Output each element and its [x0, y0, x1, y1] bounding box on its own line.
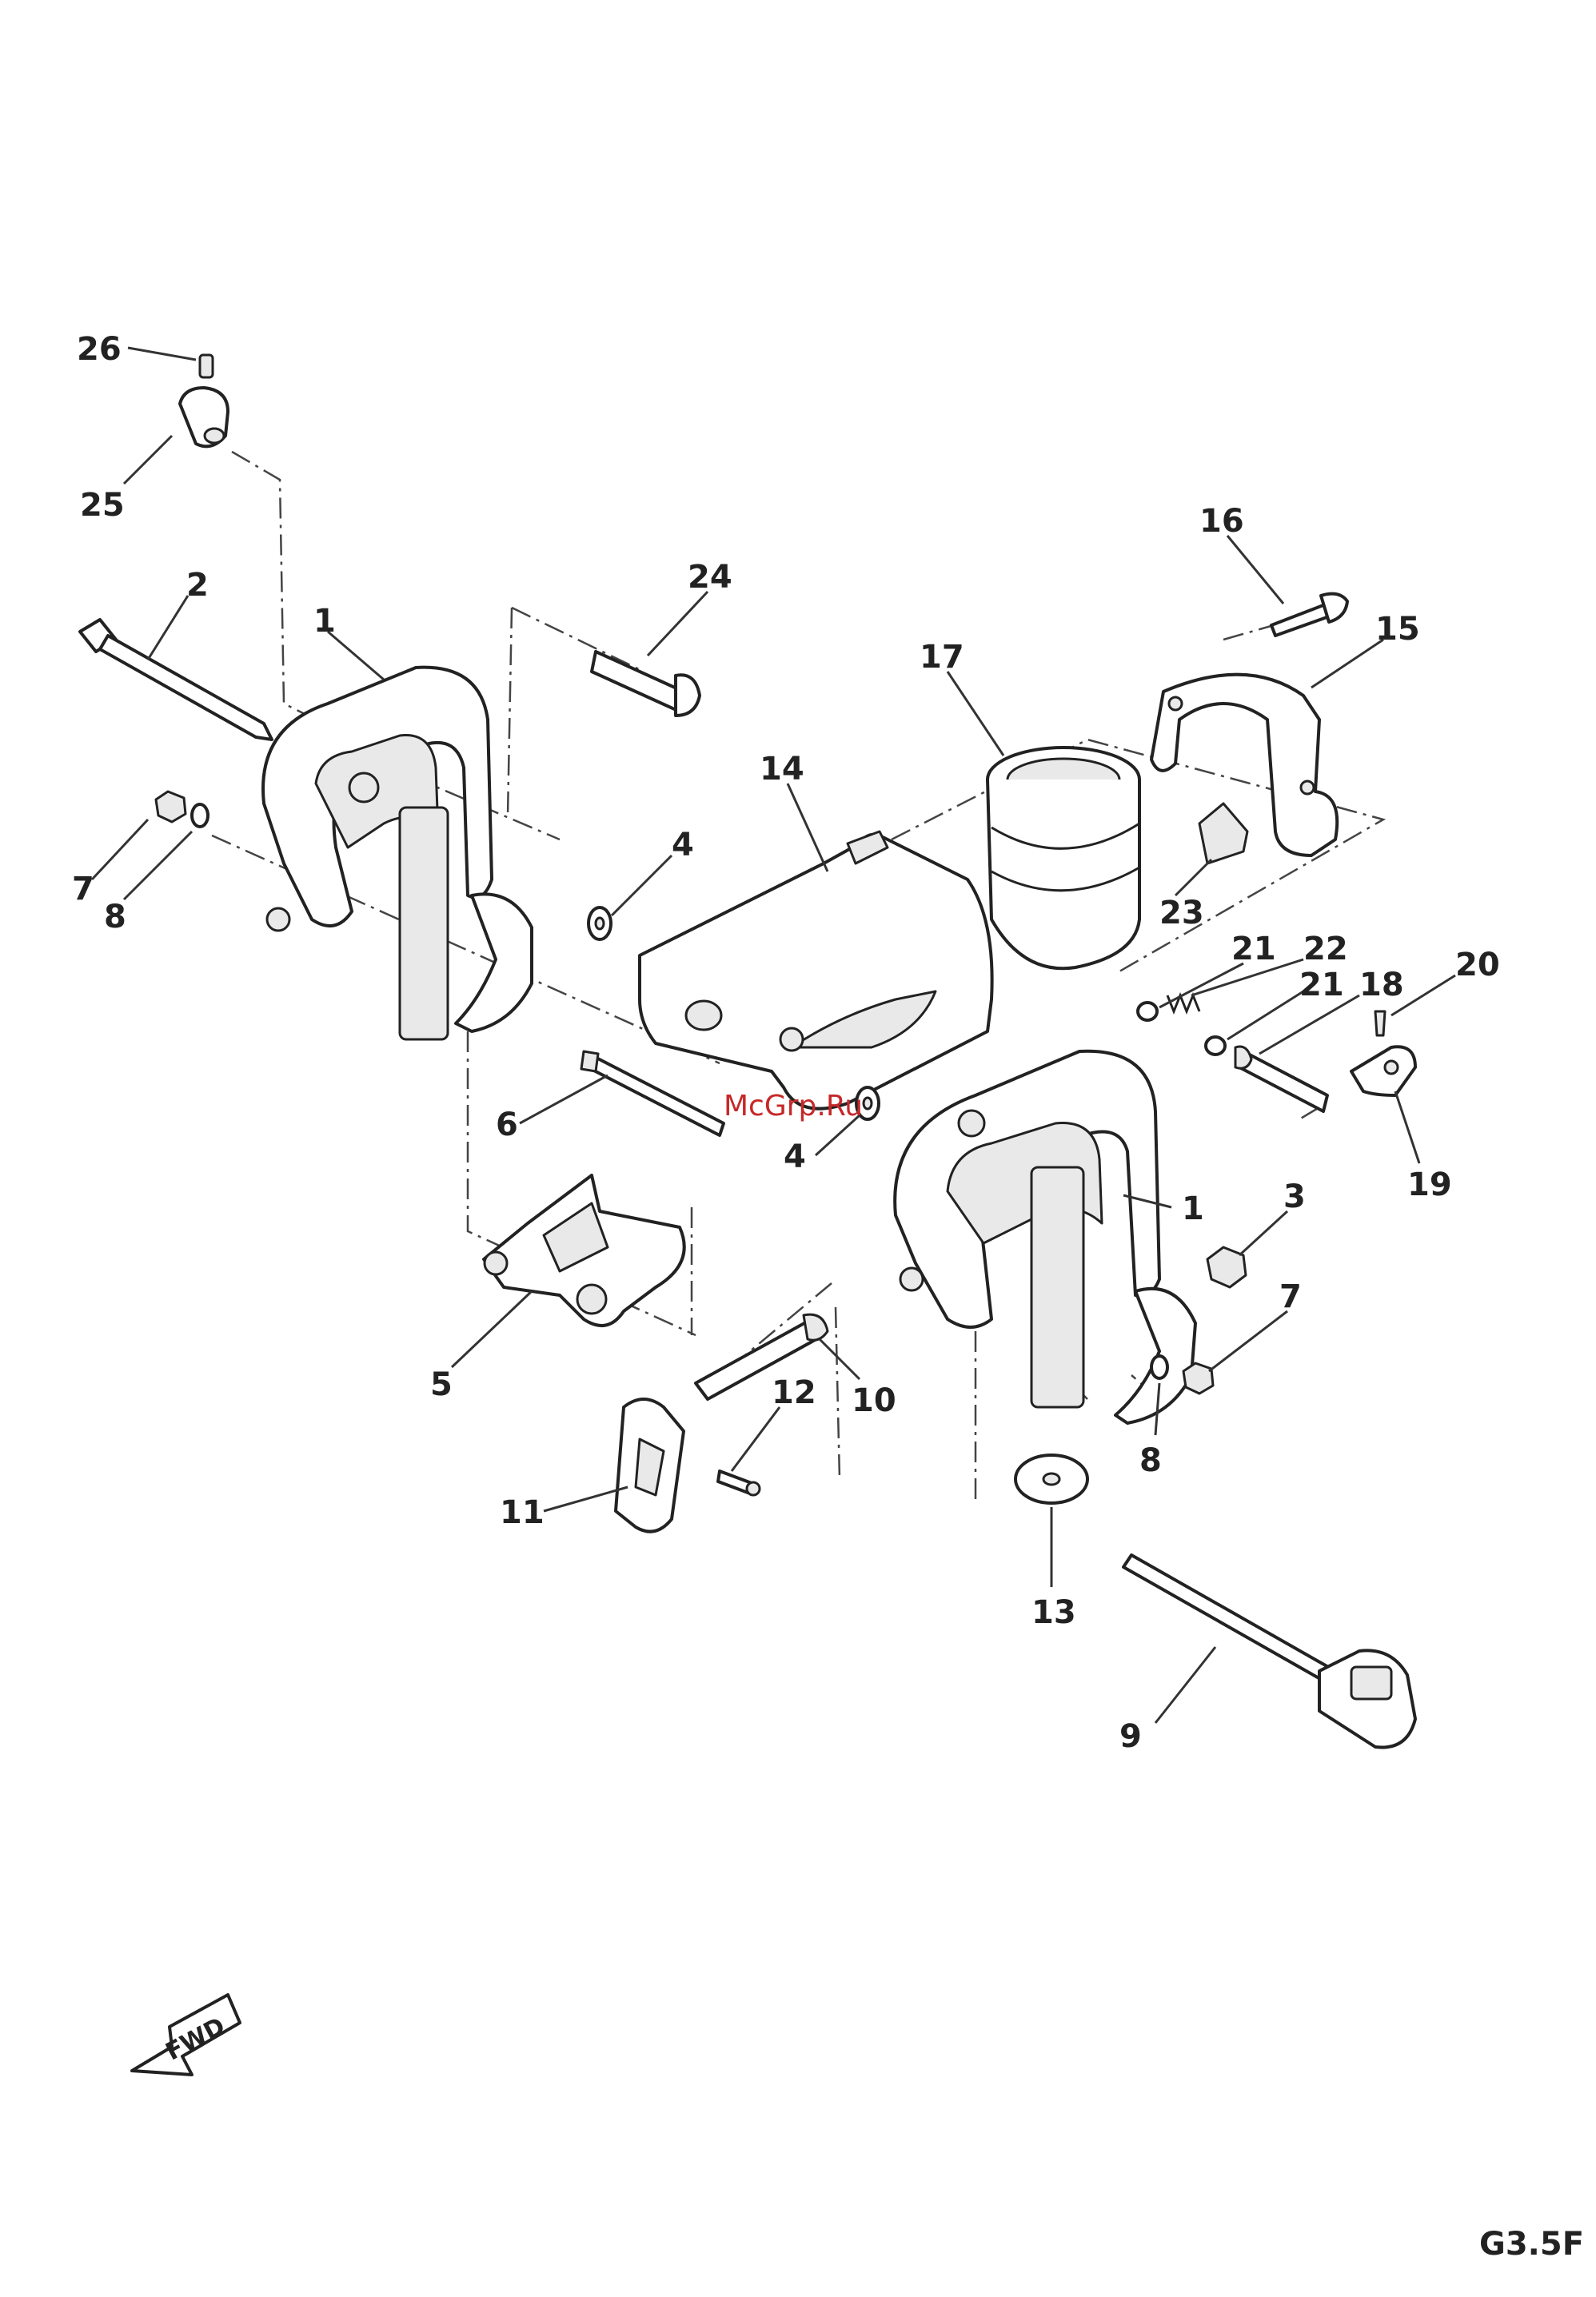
callout-8-upper: 8: [104, 899, 126, 935]
part-12-cotter-pin: [718, 1471, 760, 1495]
callout-6: 6: [496, 1107, 518, 1143]
part-7-nut-upper: [156, 792, 186, 822]
callout-22: 22: [1303, 931, 1348, 967]
callout-23: 23: [1159, 895, 1204, 931]
watermark: McGrp.Ru: [724, 1090, 863, 1123]
callout-19: 19: [1407, 1166, 1452, 1203]
callout-21-a: 21: [1231, 931, 1276, 967]
callout-4-upper: 4: [672, 827, 694, 863]
callout-25: 25: [80, 487, 125, 524]
part-20-screw: [1375, 1011, 1385, 1035]
part-17-bushing: [988, 748, 1139, 968]
callout-14: 14: [760, 751, 804, 788]
callout-1-lower: 1: [1182, 1190, 1204, 1227]
callout-2: 2: [186, 567, 209, 604]
callout-4-lower: 4: [784, 1139, 806, 1175]
part-8-washer-upper: [192, 804, 208, 827]
part-8-washer-lower: [1151, 1356, 1167, 1378]
callout-15: 15: [1375, 611, 1420, 648]
part-24-tilt-pin: [592, 652, 700, 716]
callout-24: 24: [688, 559, 732, 596]
part-21-washer-a: [1138, 1003, 1157, 1020]
part-23-plate: [1199, 804, 1247, 863]
part-26-set-screw: [200, 355, 213, 377]
callout-21-b: 21: [1299, 967, 1344, 1003]
callout-10: 10: [852, 1382, 896, 1419]
part-22-spring: [1167, 995, 1199, 1011]
part-18-shaft: [1235, 1047, 1327, 1111]
callout-7-lower: 7: [1279, 1278, 1302, 1315]
fwd-arrow-icon: FWD: [132, 1995, 240, 2075]
part-1-upper-clamp-bracket: [263, 668, 532, 1039]
part-9-trim-rod: [1123, 1555, 1415, 1748]
part-21-washer-b: [1206, 1037, 1225, 1055]
part-11-tilt-stopper: [616, 1399, 684, 1532]
callout-7-upper: 7: [72, 871, 94, 907]
part-14-swivel-bracket: [640, 831, 992, 1109]
callout-8-lower: 8: [1139, 1442, 1162, 1479]
callout-9: 9: [1119, 1718, 1142, 1755]
callout-18: 18: [1359, 967, 1404, 1003]
part-7-nut-lower: [1183, 1363, 1213, 1394]
diagram-code: G3.5F: [1479, 2226, 1584, 2263]
callout-12: 12: [772, 1374, 816, 1411]
part-6-pin: [581, 1051, 724, 1135]
callout-26: 26: [77, 331, 122, 368]
callout-5: 5: [430, 1366, 453, 1403]
callout-13: 13: [1031, 1594, 1076, 1631]
callout-1-upper: 1: [313, 603, 336, 640]
part-2-through-bolt: [80, 620, 272, 740]
part-25-grease-nipple: [180, 388, 228, 446]
part-5-tilt-lever: [484, 1175, 684, 1326]
part-19-lever: [1351, 1047, 1415, 1095]
callout-17: 17: [920, 639, 964, 676]
part-16-bolt: [1271, 594, 1347, 636]
callout-11: 11: [500, 1494, 545, 1531]
part-4-washer-upper: [589, 907, 611, 939]
callout-3: 3: [1283, 1178, 1306, 1215]
callout-16: 16: [1199, 503, 1244, 540]
part-13-thrust-plate: [1015, 1455, 1087, 1503]
callout-20: 20: [1455, 947, 1500, 983]
